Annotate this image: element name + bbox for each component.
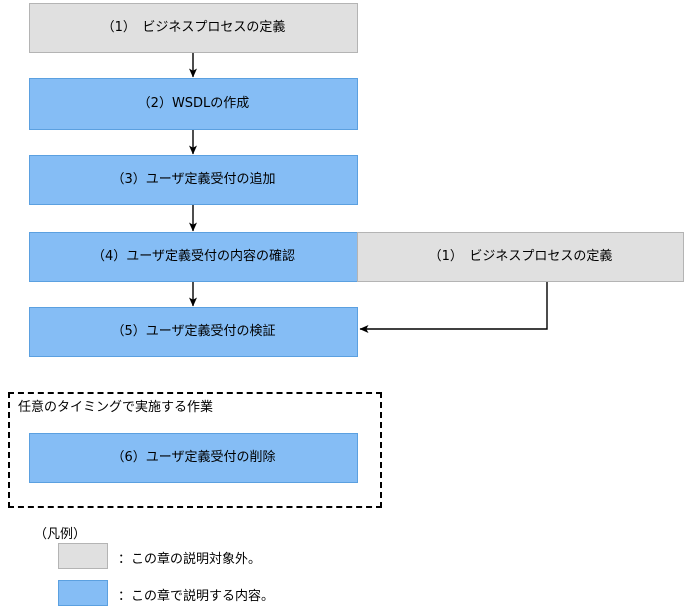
node-label: （2）WSDLの作成 bbox=[137, 96, 250, 112]
node-label: （1） ビジネスプロセスの定義 bbox=[428, 249, 613, 265]
node-label: （3）ユーザ定義受付の追加 bbox=[111, 172, 276, 188]
node-2-create-wsdl[interactable]: （2）WSDLの作成 bbox=[29, 78, 358, 130]
node-label: （4）ユーザ定義受付の内容の確認 bbox=[91, 249, 295, 265]
legend-text-out-of-scope: ：この章の説明対象外。 bbox=[118, 552, 262, 567]
legend-title: （凡例） bbox=[34, 527, 87, 542]
optional-timing-group-label: 任意のタイミングで実施する作業 bbox=[18, 400, 214, 415]
node-3-add-user-defined-reception[interactable]: （3）ユーザ定義受付の追加 bbox=[29, 155, 358, 205]
node-7-business-process-definition-right[interactable]: （1） ビジネスプロセスの定義 bbox=[357, 232, 684, 282]
legend-swatch-out-of-scope bbox=[58, 543, 108, 569]
legend-swatch-in-scope bbox=[58, 580, 108, 606]
optional-timing-group bbox=[8, 392, 382, 508]
node-1-business-process-definition[interactable]: （1） ビジネスプロセスの定義 bbox=[29, 3, 358, 53]
node-label: （5）ユーザ定義受付の検証 bbox=[111, 324, 276, 340]
node-label: （6）ユーザ定義受付の削除 bbox=[111, 450, 276, 466]
node-5-validate-user-defined-reception[interactable]: （5）ユーザ定義受付の検証 bbox=[29, 307, 358, 357]
node-4-verify-user-defined-reception-contents[interactable]: （4）ユーザ定義受付の内容の確認 bbox=[29, 232, 358, 282]
node-label: （1） ビジネスプロセスの定義 bbox=[101, 20, 286, 36]
edge-n7-n5 bbox=[359, 282, 548, 333]
legend-text-in-scope: ：この章で説明する内容。 bbox=[118, 589, 275, 604]
node-6-delete-user-defined-reception[interactable]: （6）ユーザ定義受付の削除 bbox=[29, 433, 358, 483]
